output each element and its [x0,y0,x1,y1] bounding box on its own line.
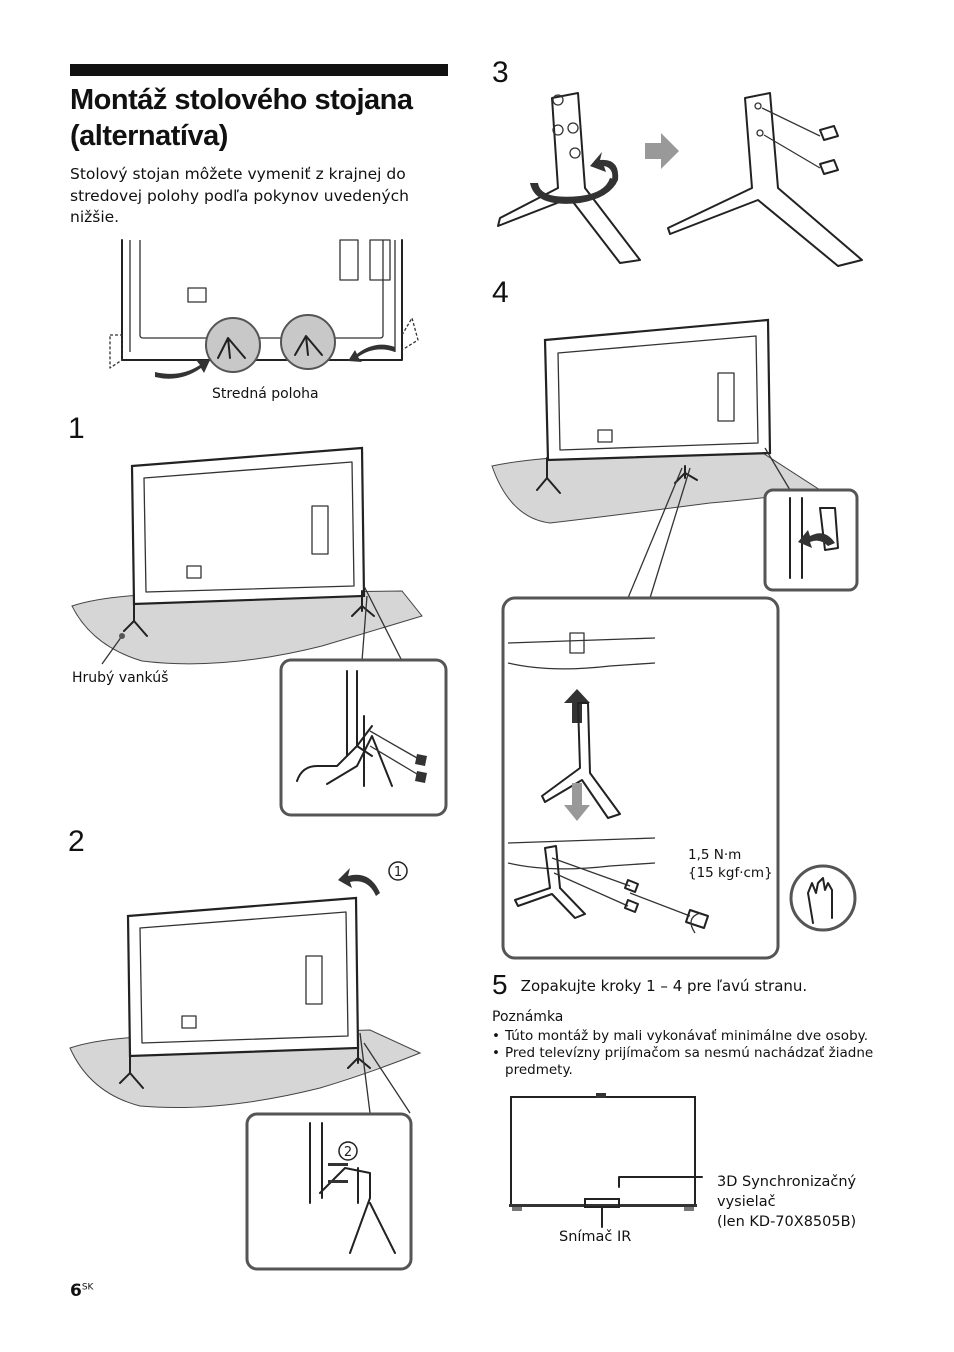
center-position-label: Stredná poloha [212,386,319,402]
tv-front-illustration [509,1093,703,1228]
step-2-callout-2: 2 [344,1145,352,1160]
step-4-number: 4 [492,276,509,309]
step-2-illustration: 1 2 [69,861,422,1271]
page-number: 6SK [70,1281,93,1301]
step-4-illustration [491,318,859,960]
torque-line-2: {15 kgf·cm} [688,865,773,881]
step-1-number: 1 [68,412,85,445]
section-title: Montáž stolového stojana (alternatíva) [70,82,450,154]
title-rule [70,64,448,76]
step-3-number: 3 [492,56,509,89]
title-line-2: (alternatíva) [70,120,228,152]
step-2-callout-1: 1 [394,865,402,880]
step-3-illustration [497,92,863,267]
sync-emitter-label: 3D Synchronizačný vysielač (len KD-70X85… [717,1172,856,1232]
step-5-text: Zopakujte kroky 1 – 4 pre ľavú stranu. [520,977,808,995]
step-2-number: 2 [68,825,85,858]
page-number-value: 6 [70,1281,82,1301]
note-list: Túto montáž by mali vykonávať minimálne … [492,1028,892,1079]
step-5-row: 5 Zopakujte kroky 1 – 4 pre ľavú stranu. [492,970,807,1000]
step-1-illustration [71,446,448,817]
note-item: Pred televízny prijímačom sa nesmú nachá… [492,1045,892,1079]
sync-line-3: (len KD-70X8505B) [717,1214,857,1230]
step-5-number: 5 [492,969,508,1000]
ir-sensor-label: Snímač IR [559,1229,632,1245]
sync-line-2: vysielač [717,1194,776,1210]
overview-illustration [109,239,419,379]
title-line-1: Montáž stolového stojana [70,84,413,116]
intro-text: Stolový stojan môžete vymeniť z krajnej … [70,165,409,226]
note-item: Túto montáž by mali vykonávať minimálne … [492,1028,892,1045]
torque-line-1: 1,5 N·m [688,847,742,863]
sync-line-1: 3D Synchronizačný [717,1174,857,1190]
note-section: Poznámka Túto montáž by mali vykonávať m… [492,1009,892,1079]
thick-cushion-label: Hrubý vankúš [72,670,169,686]
note-heading: Poznámka [492,1009,564,1025]
torque-label: 1,5 N·m {15 kgf·cm} [688,846,773,882]
page-lang: SK [81,1282,94,1293]
